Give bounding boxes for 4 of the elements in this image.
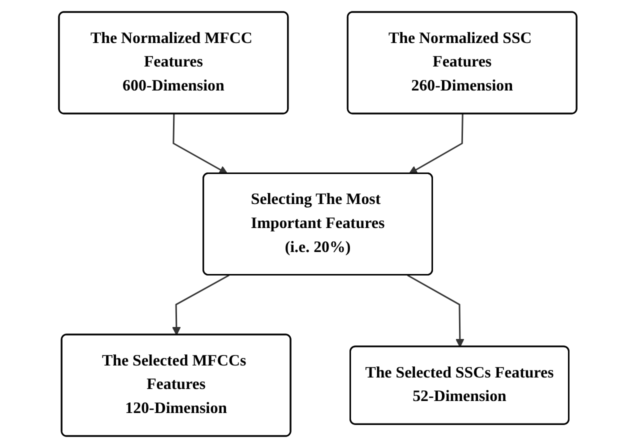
arrow <box>408 113 464 174</box>
arrow <box>406 274 464 347</box>
arrow <box>172 113 228 174</box>
arrow <box>172 274 230 335</box>
